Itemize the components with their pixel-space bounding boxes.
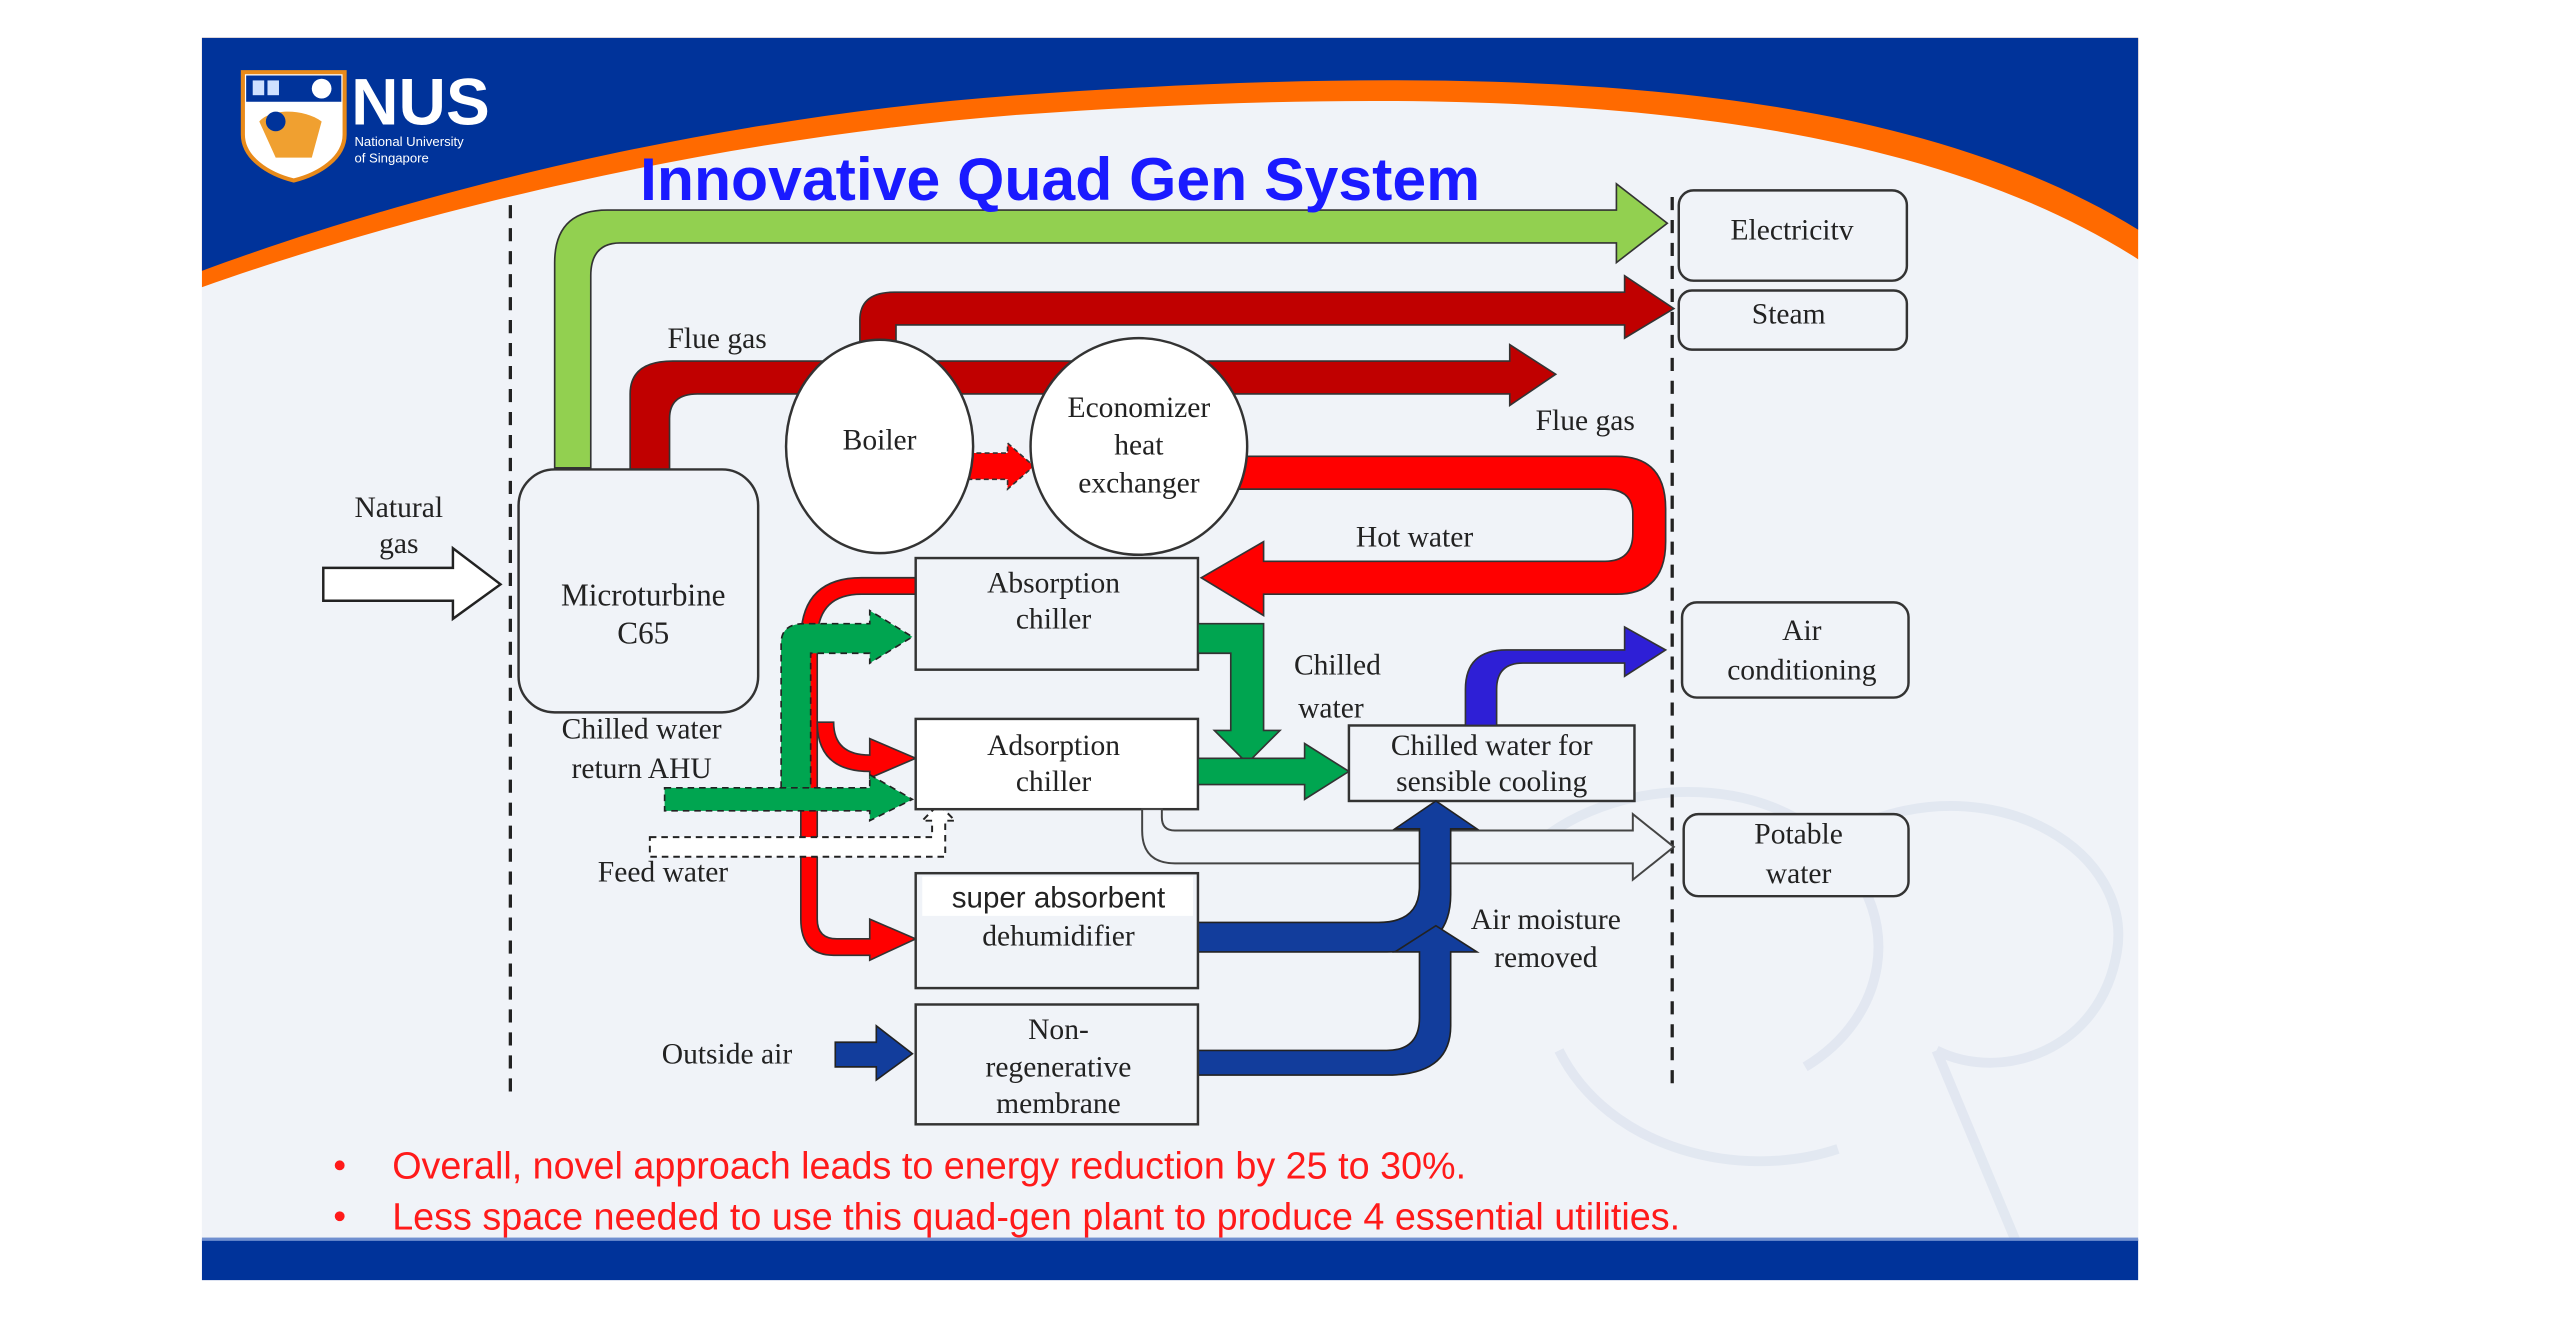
microturbine-label-1: Microturbine: [561, 578, 725, 613]
absorption-label-2: chiller: [1016, 604, 1092, 636]
output-potable-water-label-2: water: [1766, 858, 1832, 890]
chilled-water-label-1: Chilled: [1294, 650, 1381, 682]
bullet-dot-2: [334, 1211, 345, 1222]
membrane-box: [914, 1003, 1200, 1126]
absorption-label-1: Absorption: [987, 568, 1120, 600]
dehumidifier-label-1: super absorbent: [952, 882, 1165, 915]
membrane-label-1: Non-: [1028, 1014, 1089, 1046]
air-conditioning-arrow: [1464, 625, 1668, 727]
natural-gas-arrow: [322, 545, 503, 622]
membrane-label-2: regenerative: [986, 1052, 1132, 1084]
output-air-conditioning-box: [1680, 601, 1910, 699]
footer-bar: [201, 1239, 2139, 1281]
chilled-return-label-1: Chilled water: [562, 714, 722, 746]
logo-line1: National University: [354, 134, 464, 149]
feed-water-arrow: [648, 802, 958, 858]
hot-water-label: Hot water: [1356, 522, 1473, 554]
adsorption-label-1: Adsorption: [987, 730, 1120, 762]
logo-line2: of Singapore: [354, 150, 428, 165]
economizer-label-2: heat: [1114, 430, 1164, 462]
air-moisture-label-1: Air moisture: [1471, 904, 1621, 936]
dehumidifier-label-bg: [922, 876, 1194, 916]
hot-water-arrow: [1199, 455, 1667, 617]
bullet-dot-1: [334, 1160, 345, 1171]
sensible-label-1: Chilled water for: [1391, 730, 1593, 762]
chilled-return-to-absorption-arrow: [780, 609, 914, 789]
feed-water-label: Feed water: [598, 856, 729, 888]
nus-logo: NUS National University of Singapore: [240, 66, 490, 183]
bullet-1: Overall, novel approach leads to energy …: [392, 1144, 1466, 1186]
potable-water-arrow: [1141, 808, 1676, 882]
membrane-label-3: membrane: [996, 1088, 1121, 1120]
boiler-label: Boiler: [843, 425, 917, 457]
economizer-label-3: exchanger: [1078, 467, 1199, 499]
microturbine-box: [517, 468, 760, 714]
membrane-moisture-arrow: [1197, 924, 1480, 1076]
output-air-conditioning-label-1: Air: [1782, 615, 1822, 647]
boiler-to-economizer-arrow: [967, 441, 1036, 491]
chilled-water-label-2: water: [1298, 692, 1364, 724]
adsorption-label-2: chiller: [1016, 766, 1092, 798]
electricity-arrow: [553, 182, 1669, 469]
sensible-label-2: sensible cooling: [1396, 766, 1587, 798]
chilled-water-to-sensible-arrow: [1197, 742, 1351, 801]
bullet-2: Less space needed to use this quad-gen p…: [392, 1195, 1680, 1237]
absorption-chiller-box: [914, 556, 1200, 671]
output-steam-label: Steam: [1752, 298, 1826, 330]
natural-gas-label-1: Natural: [354, 492, 443, 524]
logo-acronym: NUS: [351, 66, 490, 139]
economizer-label-1: Economizer: [1068, 392, 1211, 424]
outside-air-arrow: [834, 1024, 914, 1082]
flue-gas-right-label: Flue gas: [1536, 405, 1635, 437]
natural-gas-label-2: gas: [379, 528, 418, 560]
dehumidifier-label-2: dehumidifier: [982, 920, 1135, 952]
header-blue-band: [201, 37, 2139, 271]
economizer-ellipse: [1029, 336, 1249, 557]
output-potable-water-box: [1682, 812, 1910, 898]
flue-gas-top-label: Flue gas: [668, 323, 767, 355]
air-moisture-label-2: removed: [1494, 942, 1598, 974]
nus-crest-icon: [240, 70, 347, 183]
adsorption-chiller-box: [914, 717, 1200, 811]
slide-title: Innovative Quad Gen System: [640, 145, 1480, 213]
footer-bar-highlight: [201, 1237, 2139, 1241]
output-potable-water-label-1: Potable: [1754, 819, 1843, 851]
output-air-conditioning-label-2: conditioning: [1727, 655, 1877, 687]
chilled-return-to-adsorption-arrow: [663, 773, 915, 823]
chilled-water-down-arrow: [1197, 622, 1282, 765]
microturbine-label-2: C65: [617, 615, 669, 650]
outside-air-label: Outside air: [662, 1039, 793, 1071]
hot-water-distribution-arrow: [800, 576, 918, 962]
sensible-cooling-box: [1347, 724, 1636, 803]
output-steam-box: [1677, 289, 1909, 351]
chilled-return-label-2: return AHU: [572, 753, 712, 785]
boiler-ellipse: [784, 338, 975, 555]
output-electricity-label: Electricitv: [1731, 215, 1854, 247]
steam-arrow: [859, 274, 1676, 346]
output-electricity-box: [1677, 189, 1909, 282]
